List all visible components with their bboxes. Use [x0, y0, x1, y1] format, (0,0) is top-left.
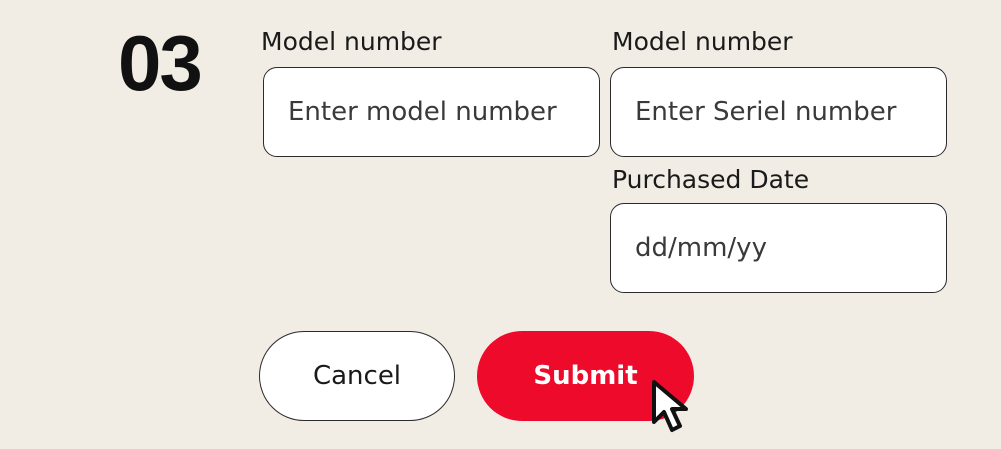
model-number-label: Model number — [261, 27, 442, 56]
serial-number-label: Model number — [612, 27, 793, 56]
step-number: 03 — [118, 19, 203, 107]
model-number-input[interactable] — [263, 67, 600, 157]
serial-number-input[interactable] — [610, 67, 947, 157]
purchased-date-input[interactable] — [610, 203, 947, 293]
cancel-button[interactable]: Cancel — [259, 331, 455, 421]
purchased-date-label: Purchased Date — [612, 165, 810, 194]
submit-button[interactable]: Submit — [477, 331, 694, 421]
